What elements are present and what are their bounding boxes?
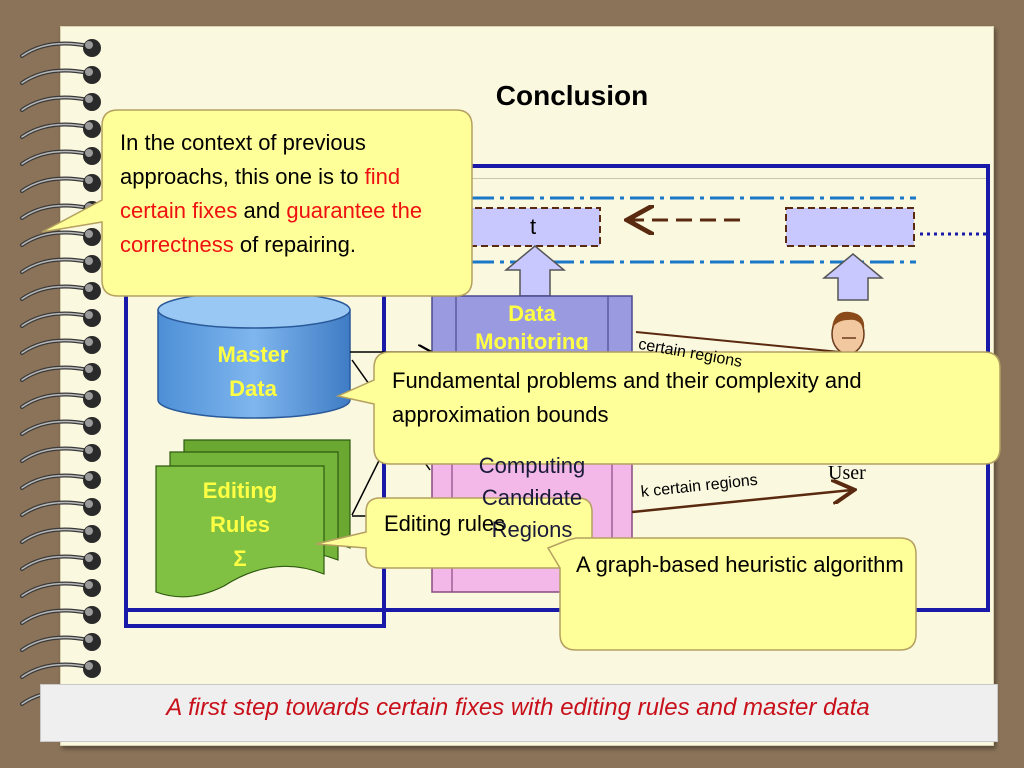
editing-rules-callout: [315, 497, 593, 569]
binding-ring: [20, 363, 101, 382]
binding-ring: [20, 66, 101, 85]
binding-ring: [20, 120, 101, 139]
binding-ring: [20, 147, 101, 166]
binding-ring: [20, 417, 101, 436]
title-divider: [470, 178, 988, 179]
binding-ring: [20, 525, 101, 544]
tuple-label: t: [530, 214, 537, 239]
master-data-label: Master Data: [217, 342, 289, 401]
binding-ring: [20, 228, 101, 247]
binding-ring: [20, 498, 101, 517]
master-data-cylinder: [157, 291, 351, 419]
binding-ring: [20, 39, 101, 58]
user-label: User: [828, 462, 866, 484]
editing-rules-label: Editing Rules Σ: [202, 478, 278, 571]
binding-ring: [20, 174, 101, 193]
k-certain-regions-arrow: [631, 490, 852, 514]
heuristic-callout: [546, 537, 917, 651]
footer-band: [40, 684, 998, 742]
editing-rules-stack: [155, 439, 351, 598]
binding-ring: [20, 309, 101, 328]
binding-ring: [20, 660, 101, 679]
binding-ring: [20, 444, 101, 463]
heuristic-callout-text: A graph-based heuristic algorithm: [576, 552, 904, 577]
context-callout: [41, 109, 473, 297]
fundamental-callout: [335, 351, 1001, 465]
certain-regions-arrow: [635, 331, 841, 353]
binding-ring: [20, 93, 101, 112]
editing-rules-callout-text: Editing rules: [384, 511, 506, 536]
binding-ring: [20, 552, 101, 571]
context-callout-text: In the context of previous approachs, th…: [120, 130, 423, 257]
footer-caption: A first step towards certain fixes with …: [166, 694, 870, 721]
binding-ring: [20, 579, 101, 598]
data-monitoring-label: Data Monitoring: [475, 301, 589, 350]
next-tuple-box: [785, 207, 915, 247]
binding-ring: [20, 282, 101, 301]
binding-ring: [20, 471, 101, 490]
binding-ring: [20, 336, 101, 355]
computing-regions-label: Computing Candidate Regions: [478, 453, 586, 542]
up-arrow-monitoring: [503, 245, 567, 297]
binding-ring: [20, 255, 101, 274]
binding-ring: [20, 633, 101, 652]
binding-ring: [20, 390, 101, 409]
binding-ring: [20, 606, 101, 625]
up-arrow-user: [821, 253, 885, 301]
tuple-box: [463, 207, 601, 247]
slide-title: Conclusion: [495, 80, 649, 111]
fundamental-callout-text: Fundamental problems and their complexit…: [392, 368, 862, 427]
